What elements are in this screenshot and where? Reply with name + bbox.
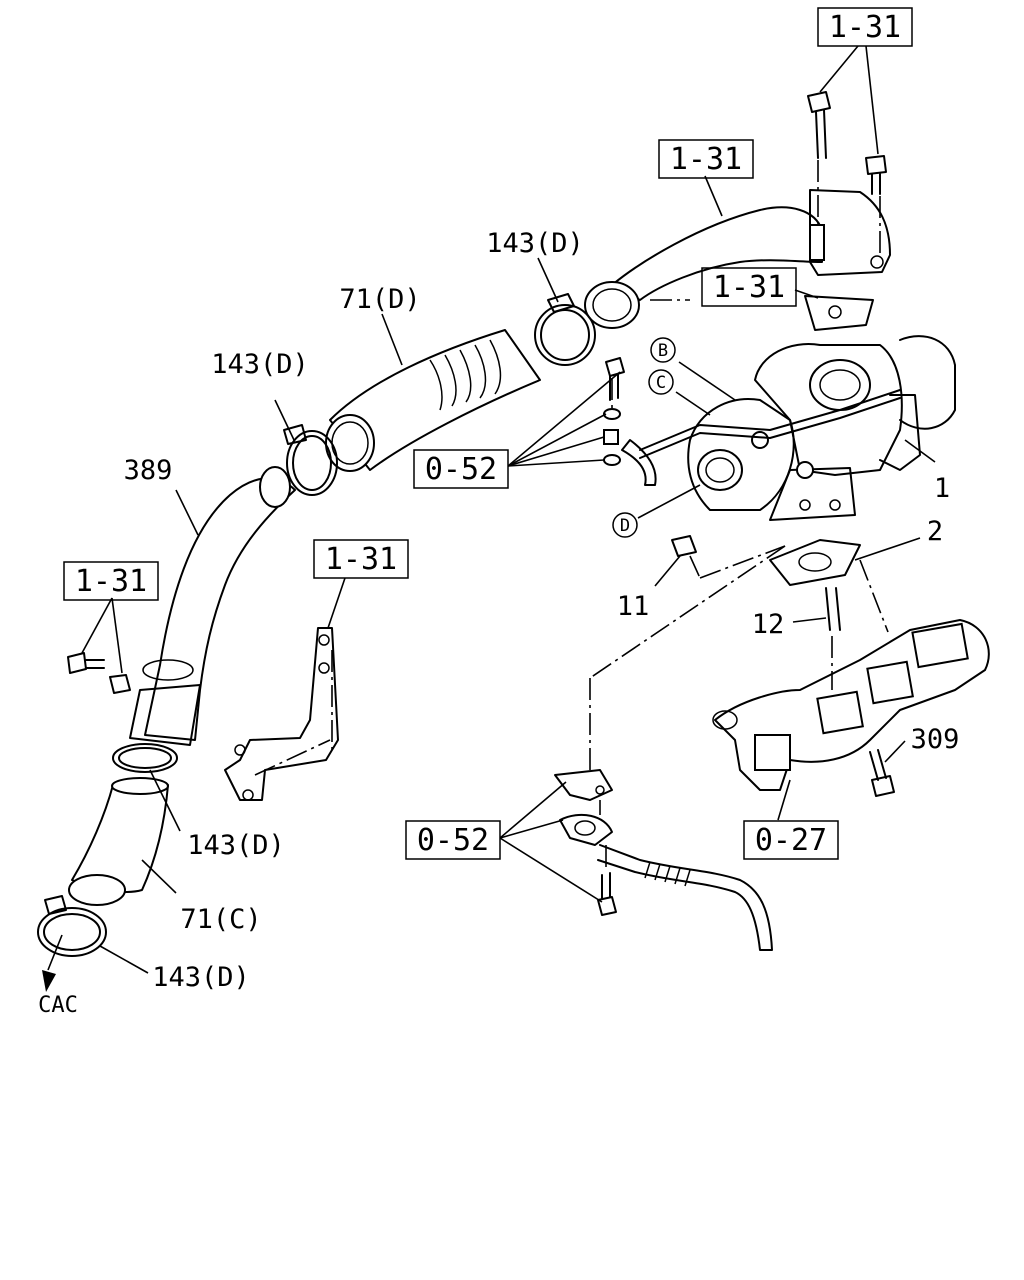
box-label-text: 0-52 [425,452,497,487]
clamp-mid [283,424,338,496]
box-label-text: 1-31 [713,270,785,305]
pipe-389 [129,466,296,746]
bracket-left [224,627,339,801]
exhaust-manifold [712,619,990,791]
callout-letter: D [620,516,630,536]
box-label-text: 1-31 [829,10,901,45]
box-label-text: 1-31 [325,542,397,577]
gasket-2 [769,539,861,586]
bolts-top [807,91,887,195]
leader-lines [81,45,936,974]
callout-C: C [648,369,674,395]
box-label-1-31-left: 1-31 [63,561,159,601]
turbocharger [639,335,956,521]
label-1: 1 [934,473,950,504]
clamp-bottom [37,895,107,957]
box-label-text: 0-27 [755,823,827,858]
box-label-0-52-egr: 0-52 [405,820,501,860]
label-143D-lower: 143(D) [187,830,285,861]
hose-71D [325,329,541,472]
dashed-center-lines [254,160,889,872]
label-cac: CAC [38,993,78,1018]
callout-letter: B [658,341,668,361]
clamp-lower [112,743,178,773]
box-label-text: 0-52 [417,823,489,858]
box-label-text: 1-31 [75,564,147,599]
egr-tube [554,769,773,951]
label-143D-bottom: 143(D) [152,962,250,993]
washers-0-52 [603,357,657,486]
box-label-0-27: 0-27 [743,820,839,860]
label-71C: 71(C) [180,904,261,935]
box-label-1-31-gasket: 1-31 [701,267,797,307]
bolts-left [67,652,131,694]
label-12: 12 [752,609,785,640]
stud-12 [825,587,841,631]
box-label-0-52-turbo: 0-52 [413,449,509,489]
box-label-text: 1-31 [670,142,742,177]
bolt-309 [869,749,895,797]
label-143D-mid: 143(D) [211,349,309,380]
arrow-cac [42,934,63,992]
label-389: 389 [124,455,173,486]
label-11: 11 [617,591,650,622]
callout-D: D [612,512,638,538]
nut-11 [671,535,697,557]
clamp-hose-upper [534,293,596,366]
box-label-1-31-pipe: 1-31 [658,139,754,179]
label-309: 309 [911,724,960,755]
box-label-1-31-bracket: 1-31 [313,539,409,579]
hose-71C [68,777,169,906]
box-label-1-31-top: 1-31 [817,7,913,47]
intake-pipe-upper [584,189,891,331]
label-71D: 71(D) [339,284,420,315]
label-143D-upper: 143(D) [486,228,584,259]
callout-B: B [650,337,676,363]
label-2: 2 [927,516,943,547]
callout-letter: C [656,373,666,393]
